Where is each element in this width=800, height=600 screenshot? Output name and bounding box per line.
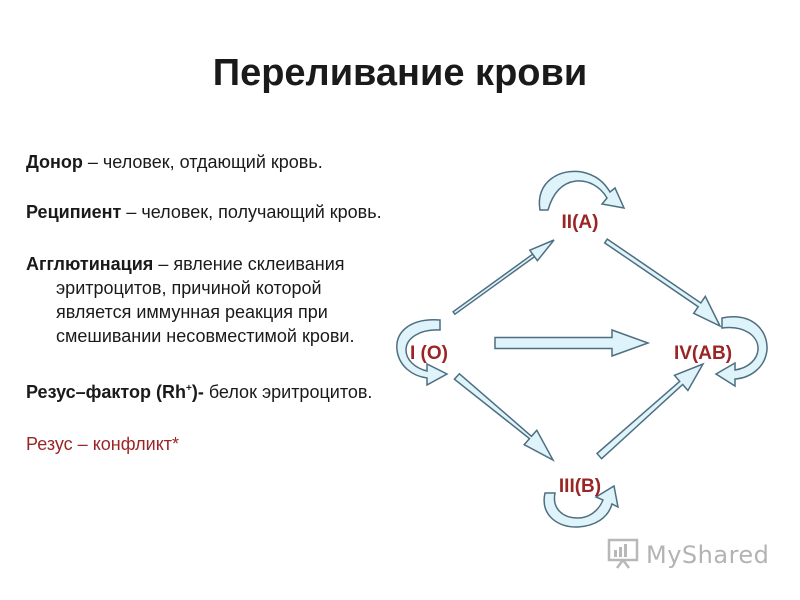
slide-title: Переливание крови [212, 52, 588, 94]
recipient-text: – человек, получающий кровь. [121, 202, 382, 222]
watermark-text: MyShared [646, 541, 770, 569]
rhesus-sup: + [185, 383, 192, 394]
watermark: MyShared [606, 535, 769, 575]
node-blood-group-b: III(B) [559, 476, 601, 497]
recipient-term: Реципиент [26, 202, 122, 222]
loop-arrow-ab [714, 316, 768, 388]
donor-text: – человек, отдающий кровь. [82, 152, 323, 172]
loop-arrow-o [396, 319, 449, 387]
arrow-o-to-ab [494, 328, 651, 358]
agglutination-text: – явление склеивания эритроцитов, причин… [56, 254, 355, 346]
arrow-o-to-b-shaft [453, 372, 555, 462]
arrow-o-to-a [452, 239, 555, 316]
donor-term: Донор [26, 152, 83, 172]
rhesus-term-end: )- [191, 382, 204, 402]
node-blood-group-a: II(A) [562, 212, 599, 233]
loop-arrow-a [538, 170, 626, 211]
definition-donor: Донор – человек, отдающий кровь. [26, 150, 396, 174]
node-blood-group-ab: IV(AB) [674, 343, 732, 364]
node-blood-group-o: I (O) [410, 343, 448, 364]
definition-agglutination: Агглютинация – явление склеивания эритро… [26, 252, 396, 348]
definition-recipient: Реципиент – человек, получающий кровь. [26, 200, 396, 224]
presentation-board-icon [606, 536, 640, 575]
definitions-list: Донор – человек, отдающий кровь. Реципие… [26, 150, 396, 456]
blood-transfusion-diagram: I (O) II(A) III(B) IV(AB) [396, 170, 768, 528]
arrow-a-to-ab-shaft [603, 238, 722, 328]
definition-rhesus: Резус–фактор (Rh+)- белок эритроцитов. [26, 380, 396, 404]
agglutination-term: Агглютинация [26, 254, 154, 274]
rhesus-term: Резус–фактор (Rh+)- [26, 382, 204, 402]
loop-arrow-b [543, 484, 620, 528]
rhesus-text: белок эритроцитов. [203, 382, 373, 402]
rhesus-conflict-label: Резус – конфликт* [26, 434, 180, 454]
rhesus-term-start: Резус–фактор (Rh [26, 382, 186, 402]
arrow-b-to-ab-shaft [595, 362, 705, 460]
